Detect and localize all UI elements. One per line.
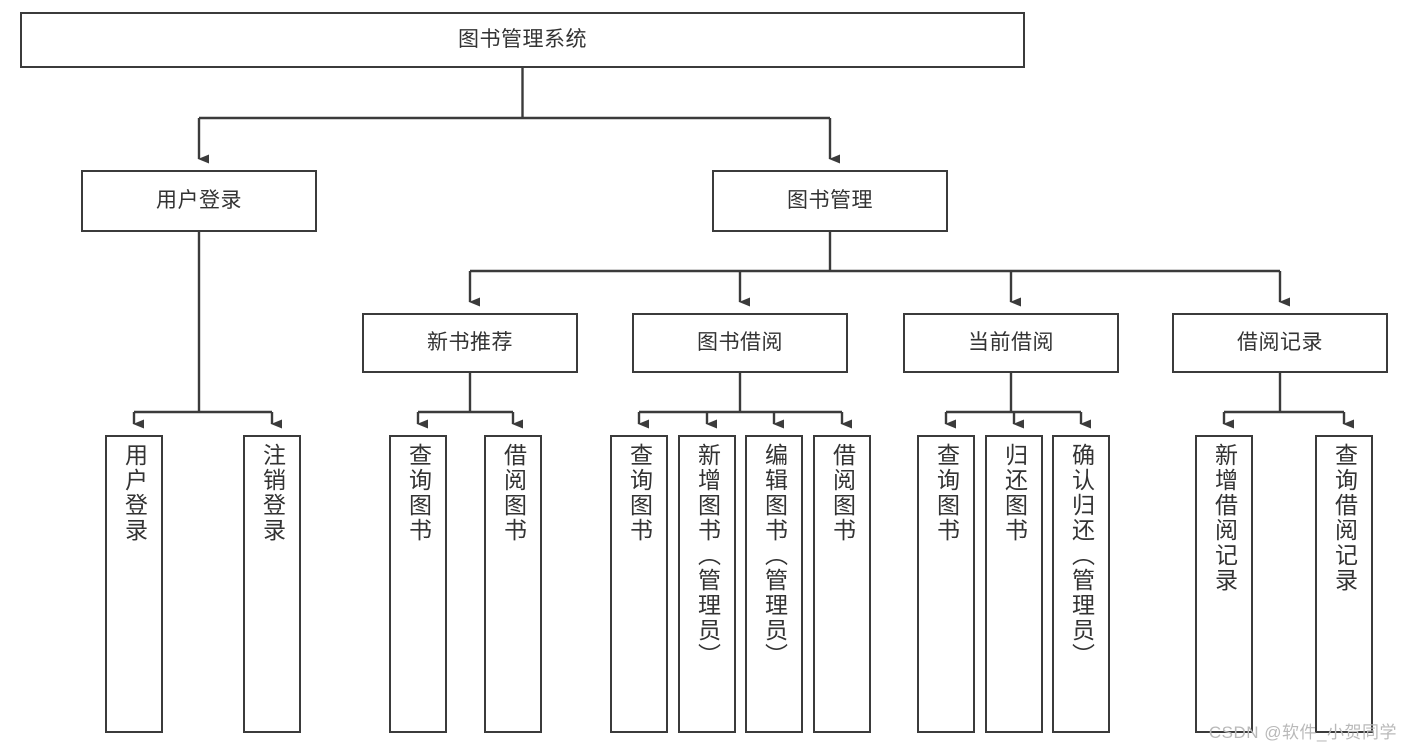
level3-node-label: 新书推荐 bbox=[427, 330, 513, 354]
leaf-node-box[interactable]: 借阅图书 bbox=[813, 435, 871, 733]
level3-node-box[interactable]: 新书推荐 bbox=[362, 313, 578, 373]
root-node-box[interactable]: 图书管理系统 bbox=[20, 12, 1025, 68]
leaf-node-box[interactable]: 查询借阅记录 bbox=[1315, 435, 1373, 733]
leaf-node-label: 注销登录 bbox=[259, 443, 286, 543]
level2-node-label: 图书管理 bbox=[787, 188, 873, 212]
leaf-node-label: 借阅图书 bbox=[500, 443, 527, 543]
leaf-node-label: 查询图书 bbox=[933, 443, 960, 543]
leaf-node-label: 新增借阅记录 bbox=[1211, 443, 1238, 593]
leaf-node-label: 归还图书 bbox=[1001, 443, 1028, 543]
leaf-node-label: 确认归还（管理员） bbox=[1068, 443, 1095, 668]
level3-node-box[interactable]: 借阅记录 bbox=[1172, 313, 1388, 373]
leaf-node-label: 借阅图书 bbox=[829, 443, 856, 543]
leaf-node-box[interactable]: 用户登录 bbox=[105, 435, 163, 733]
leaf-node-label: 查询图书 bbox=[405, 443, 432, 543]
level3-node-box[interactable]: 当前借阅 bbox=[903, 313, 1119, 373]
level2-node-label: 用户登录 bbox=[156, 188, 242, 212]
leaf-node-box[interactable]: 查询图书 bbox=[610, 435, 668, 733]
leaf-node-box[interactable]: 注销登录 bbox=[243, 435, 301, 733]
level3-node-label: 当前借阅 bbox=[968, 330, 1054, 354]
root-node-label: 图书管理系统 bbox=[458, 27, 587, 51]
leaf-node-box[interactable]: 确认归还（管理员） bbox=[1052, 435, 1110, 733]
leaf-node-label: 查询图书 bbox=[626, 443, 653, 543]
level2-node-box[interactable]: 用户登录 bbox=[81, 170, 317, 232]
leaf-node-box[interactable]: 查询图书 bbox=[917, 435, 975, 733]
level3-node-label: 借阅记录 bbox=[1237, 330, 1323, 354]
leaf-node-box[interactable]: 借阅图书 bbox=[484, 435, 542, 733]
leaf-node-box[interactable]: 新增图书（管理员） bbox=[678, 435, 736, 733]
leaf-node-box[interactable]: 查询图书 bbox=[389, 435, 447, 733]
level3-node-label: 图书借阅 bbox=[697, 330, 783, 354]
leaf-node-label: 用户登录 bbox=[121, 443, 148, 543]
leaf-node-box[interactable]: 归还图书 bbox=[985, 435, 1043, 733]
level3-node-box[interactable]: 图书借阅 bbox=[632, 313, 848, 373]
level2-node-box[interactable]: 图书管理 bbox=[712, 170, 948, 232]
leaf-node-label: 查询借阅记录 bbox=[1331, 443, 1358, 593]
leaf-node-box[interactable]: 编辑图书（管理员） bbox=[745, 435, 803, 733]
leaf-node-label: 编辑图书（管理员） bbox=[761, 443, 788, 668]
leaf-node-box[interactable]: 新增借阅记录 bbox=[1195, 435, 1253, 733]
leaf-node-label: 新增图书（管理员） bbox=[694, 443, 721, 668]
